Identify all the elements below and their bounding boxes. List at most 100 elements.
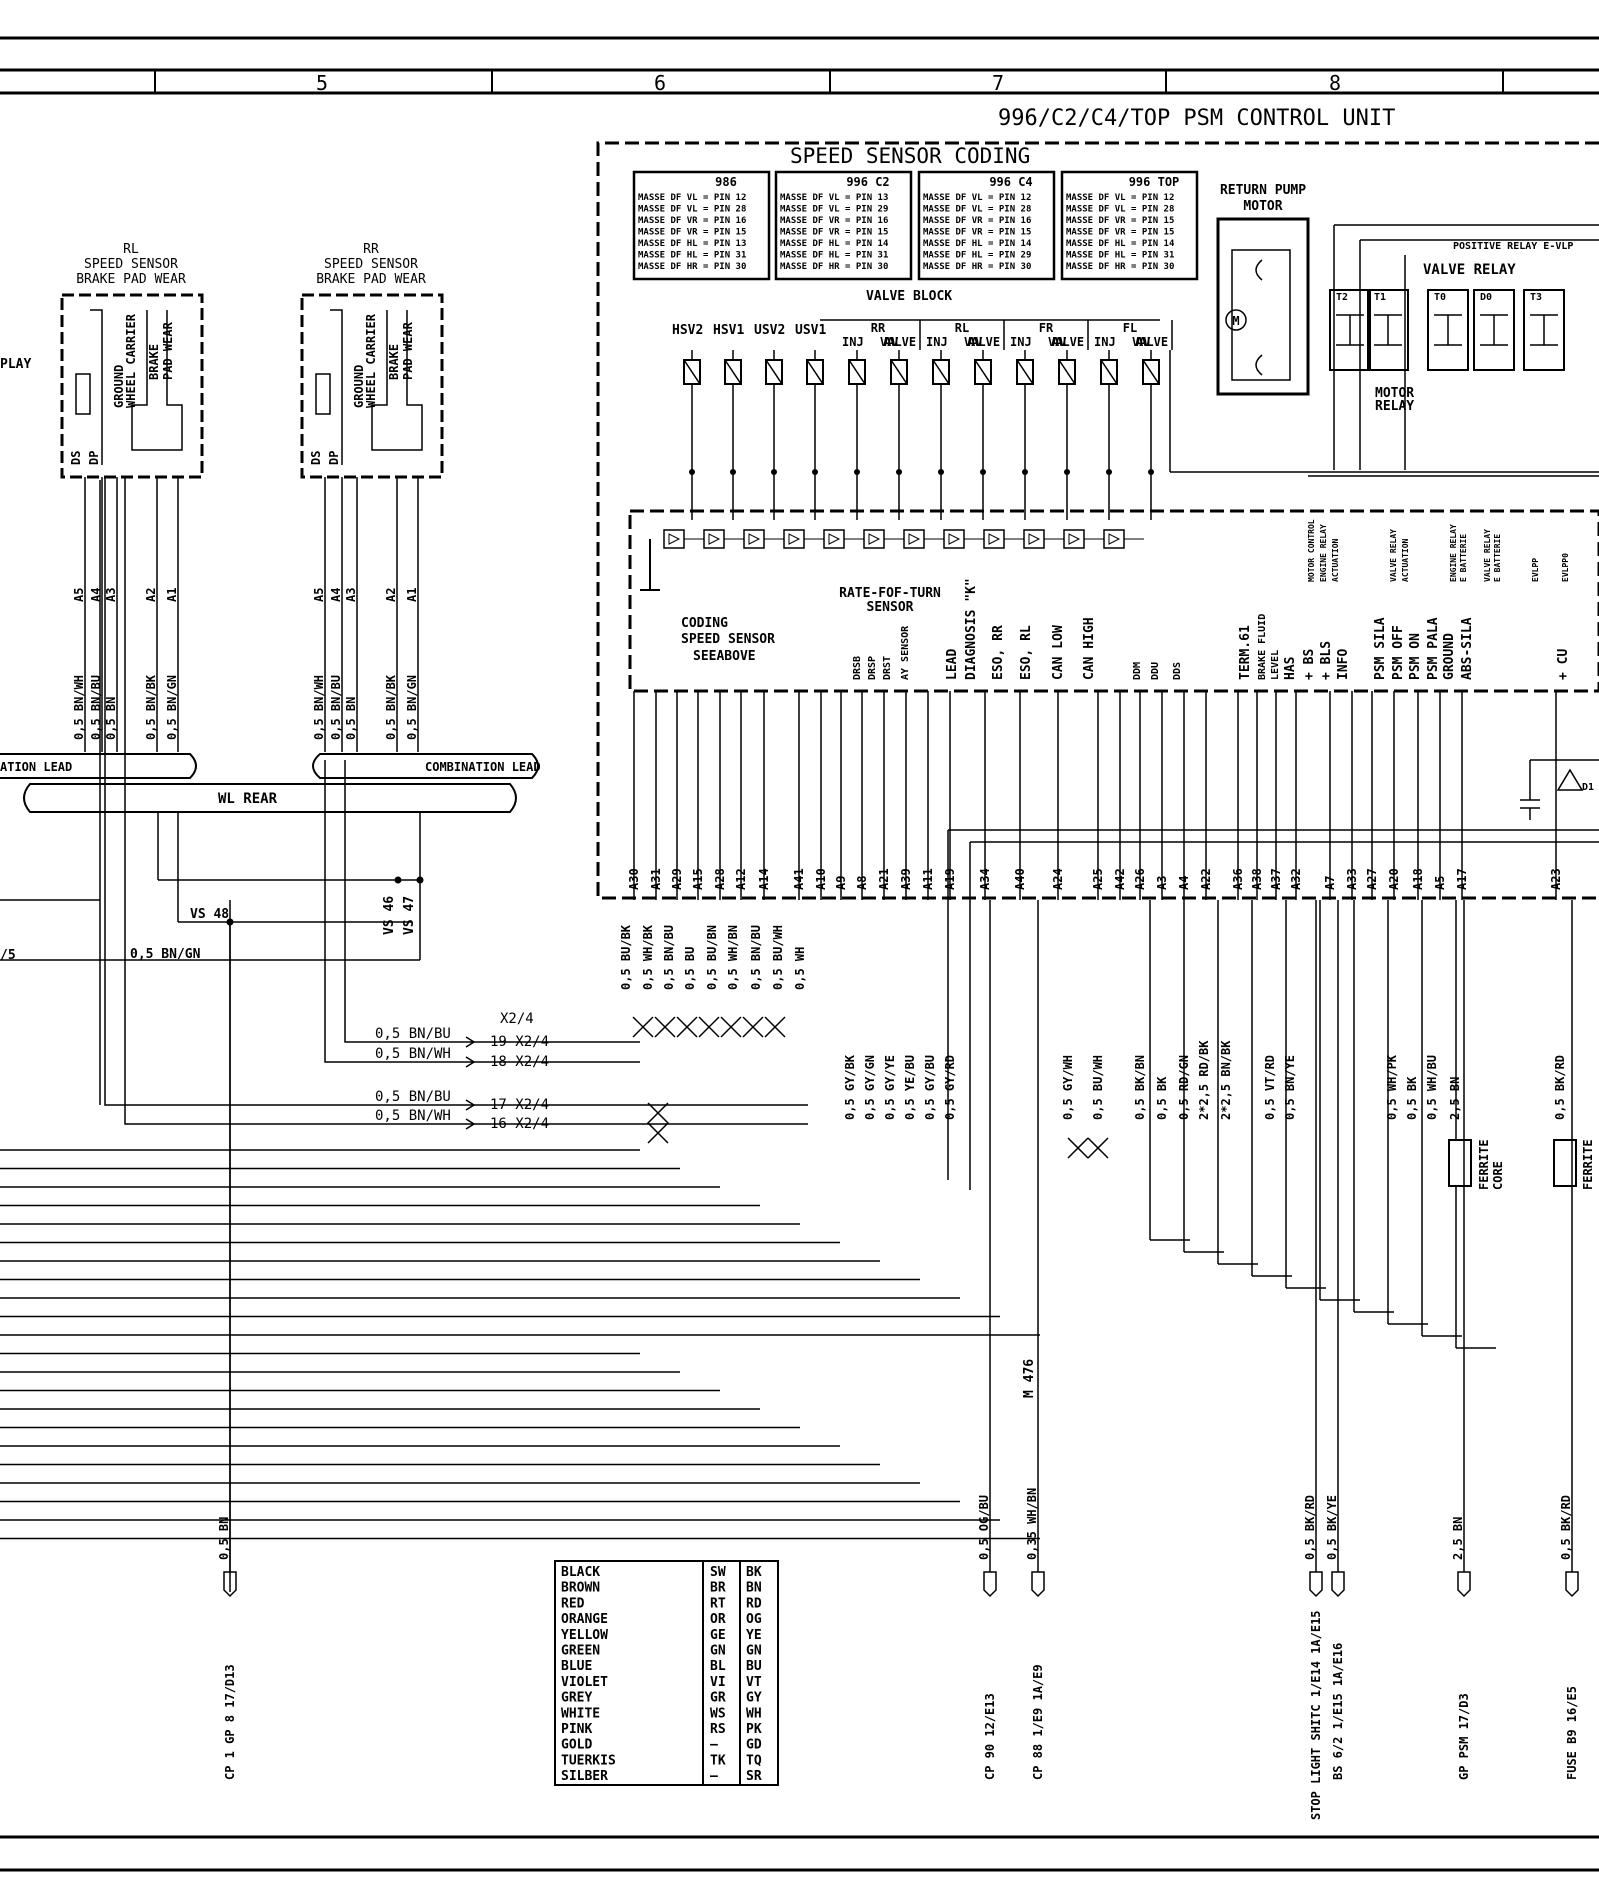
sensor-wire-label: 0,5 BN/WH bbox=[312, 675, 326, 740]
valve-solenoid-slash bbox=[890, 359, 908, 385]
legend-color-name: TUERKIS bbox=[561, 1753, 616, 1768]
legend-code-de: — bbox=[710, 1738, 718, 1753]
ecu-pin-label: A10 bbox=[814, 868, 828, 890]
ecu-signal-label: DIAGNOSIS "K" bbox=[964, 578, 979, 680]
label-brake: BRAKE bbox=[147, 344, 161, 380]
sensor-wire-label: 0,5 BN/BU bbox=[89, 675, 103, 740]
driver-triangle bbox=[1108, 533, 1121, 545]
ecu-pin-label: A36 bbox=[1231, 868, 1245, 890]
ecu-signal-label: ESO, RR bbox=[991, 625, 1006, 680]
psm-unit-boundary bbox=[596, 141, 1599, 900]
ecu-signal-label: AY SENSOR bbox=[900, 625, 911, 680]
relay-d0 bbox=[1473, 289, 1515, 371]
wire-color-label: 0,5 BK/RD bbox=[1553, 1055, 1567, 1120]
wheel-speed-sensors: RL SPEED SENSOR BRAKE PAD WEAR RR SPEED … bbox=[60, 242, 444, 752]
ecu-signal-label: INFO bbox=[1336, 649, 1351, 680]
sensor-pin-label: A1 bbox=[165, 588, 179, 602]
driver-cell bbox=[1023, 529, 1045, 549]
clamp-symbol bbox=[742, 1016, 764, 1038]
legend-code-de: OR bbox=[710, 1612, 726, 1627]
wire-color-label: 0,5 GY/BK bbox=[843, 1054, 857, 1120]
relay-name-d0: D0 bbox=[1480, 292, 1492, 303]
ecu-pin-label: A9 bbox=[834, 876, 848, 890]
combination-leads: ATION LEAD COMBINATION LEAD WL REAR bbox=[0, 753, 541, 813]
ecu-pin-label: A32 bbox=[1289, 868, 1303, 890]
brake-pad-wear-symbol bbox=[131, 310, 183, 451]
ecu-pin-label: A4 bbox=[1177, 876, 1191, 890]
vs48-label: VS 48 bbox=[190, 907, 229, 922]
ecu-pin-label: A28 bbox=[713, 868, 727, 890]
ecu-pin-label: A39 bbox=[899, 868, 913, 890]
legend-code-en: TQ bbox=[746, 1753, 762, 1768]
terminal-label: STOP LIGHT SHITC 1/E14 1A/E15 bbox=[1309, 1610, 1323, 1820]
ecu-signal-label: PSM PALA bbox=[1426, 617, 1441, 680]
speed-sensor-coding-heading: SPEED SENSOR CODING bbox=[790, 144, 1030, 168]
positive-relay-label: POSITIVE RELAY E-VLP bbox=[1453, 241, 1573, 252]
ecu-relay-label: VALVE RELAY bbox=[1389, 529, 1398, 582]
ecu-relay-label: MOTOR CONTROL bbox=[1307, 519, 1316, 582]
wire-color-label: 0,5 GY/BU bbox=[923, 1055, 937, 1120]
coding-table-row: MASSE DF HR = PIN 30 bbox=[638, 262, 746, 272]
valve-label-usv1: USV1 bbox=[795, 323, 826, 338]
sensor-wire-label: 0,5 BN/BK bbox=[144, 674, 158, 740]
valve-node bbox=[1022, 469, 1028, 475]
sensor-wire-label: 0,5 BN/GN bbox=[165, 675, 179, 740]
ecu-pin-label: A20 bbox=[1387, 868, 1401, 890]
valve-sub-label: AV bbox=[1052, 335, 1066, 349]
legend-color-name: RED bbox=[561, 1596, 585, 1611]
coding-table-row: MASSE DF HL = PIN 13 bbox=[638, 239, 746, 249]
legend-color-name: BROWN bbox=[561, 1581, 600, 1596]
driver-cell bbox=[783, 529, 805, 549]
ferrite-label-1: FERRITE bbox=[1477, 1139, 1491, 1190]
vs46-label: VS 46 bbox=[382, 896, 397, 935]
coding-table-row: MASSE DF VR = PIN 15 bbox=[1066, 228, 1174, 238]
ecu-pin-label: A24 bbox=[1051, 868, 1065, 890]
valve-node bbox=[1064, 469, 1070, 475]
coding-table-row: MASSE DF HR = PIN 30 bbox=[1066, 262, 1174, 272]
rr-title-1: RR bbox=[363, 242, 379, 257]
grid-col-7: 7 bbox=[992, 71, 1004, 95]
ecu-relay-label: EVLPP0 bbox=[1561, 553, 1570, 582]
terminal-wire-label: 0,5 BK/RD bbox=[1303, 1495, 1317, 1560]
legend-color-name: SILBER bbox=[561, 1769, 608, 1784]
ecu-pin-label: A8 bbox=[855, 876, 869, 890]
x2-header: X2/4 bbox=[500, 1011, 534, 1027]
ecu-signal-label: LEAD bbox=[945, 649, 960, 680]
relay-name-t0: T0 bbox=[1434, 292, 1446, 303]
coding-label-1: CODING bbox=[681, 616, 728, 631]
terminal-connector bbox=[223, 1571, 237, 1598]
fragment-play: PLAY bbox=[0, 357, 31, 372]
wire-color-label: 0,5 BN/YE bbox=[1283, 1055, 1297, 1120]
relay-coil bbox=[1480, 314, 1508, 346]
rr-title-3: BRAKE PAD WEAR bbox=[316, 272, 426, 287]
ecu-signal-label: CAN HIGH bbox=[1082, 617, 1097, 680]
diode-d1: D1 bbox=[1582, 782, 1594, 793]
legend-code-de: GR bbox=[710, 1691, 726, 1706]
ecu-pin-label: A5 bbox=[1433, 876, 1447, 890]
coding-table-row: MASSE DF VL = PIN 12 bbox=[1066, 193, 1174, 203]
valve-group-sub: VALVE bbox=[1132, 335, 1168, 349]
label-dp: DP bbox=[327, 451, 341, 465]
ecu-relay-label: E BATTERIE bbox=[1493, 534, 1502, 582]
driver-cell bbox=[863, 529, 885, 549]
legend-code-de: — bbox=[710, 1769, 718, 1784]
ecu-pin-label: A12 bbox=[734, 868, 748, 890]
driver-triangle bbox=[708, 533, 721, 545]
sensor-pin-label: A5 bbox=[72, 588, 86, 602]
motor-relay-label-2: RELAY bbox=[1375, 399, 1414, 414]
wire-color-label: 0,5 WH/BU bbox=[1425, 1055, 1439, 1120]
coding-table-row: MASSE DF VL = PIN 28 bbox=[923, 205, 1031, 215]
legend-color-name: GREEN bbox=[561, 1644, 600, 1659]
legend-color-name: BLACK bbox=[561, 1565, 600, 1580]
valve-group-name: RL bbox=[955, 321, 969, 335]
valve-sub-label: AV bbox=[968, 335, 982, 349]
label-ground: GROUND bbox=[112, 365, 126, 408]
ecu-signal-label: GROUND bbox=[1442, 633, 1457, 680]
wl-rear-label: WL REAR bbox=[218, 791, 278, 807]
ecu-pin-label: A25 bbox=[1091, 868, 1105, 890]
relay-name-t3: T3 bbox=[1530, 292, 1542, 303]
coding-table-row: MASSE DF VR = PIN 16 bbox=[780, 216, 888, 226]
